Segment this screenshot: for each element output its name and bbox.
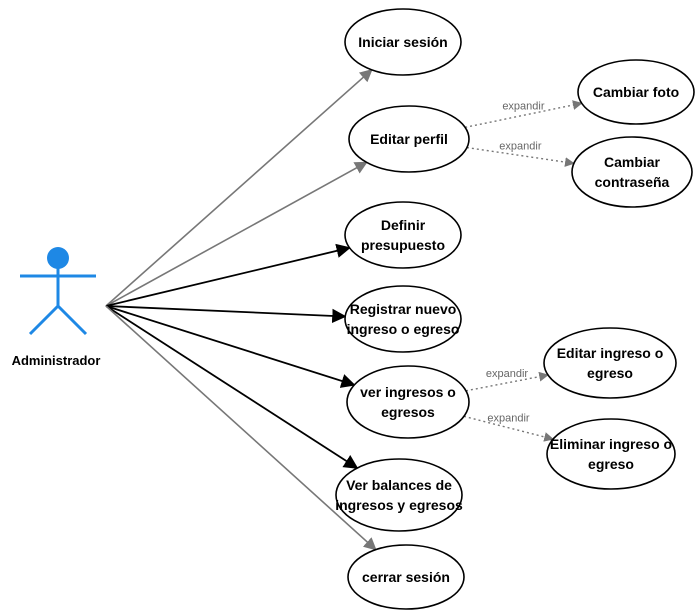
extend-label: expandir bbox=[486, 368, 529, 380]
use-case-definir[interactable]: Definir presupuesto bbox=[344, 201, 462, 269]
association-editar-perfil bbox=[105, 161, 368, 307]
use-case-ellipse bbox=[348, 105, 470, 173]
use-case-label: ingresos y egresos bbox=[335, 497, 463, 513]
use-case-ellipse bbox=[344, 201, 462, 269]
use-case-label: ingreso o egreso bbox=[347, 321, 460, 337]
association-definir bbox=[105, 243, 351, 307]
use-case-label: presupuesto bbox=[361, 237, 445, 253]
use-case-label: cerrar sesión bbox=[362, 569, 450, 585]
association-cerrar bbox=[105, 305, 377, 551]
use-case-ver-ingresos[interactable]: ver ingresos o egresos bbox=[346, 365, 470, 439]
extend-label: expandir bbox=[487, 413, 530, 425]
extend-ver-ingresos-editar-ingreso bbox=[465, 371, 549, 392]
use-case-ellipse bbox=[546, 418, 676, 490]
association-registrar bbox=[105, 305, 347, 324]
extend-ver-ingresos-eliminar-ingreso bbox=[463, 415, 554, 442]
actor-left-leg bbox=[28, 304, 60, 336]
use-case-label: Iniciar sesión bbox=[358, 34, 447, 50]
use-case-ellipse bbox=[335, 458, 463, 532]
actor-head bbox=[47, 247, 69, 269]
use-case-label: egreso bbox=[587, 365, 633, 381]
use-case-ellipse bbox=[577, 59, 695, 125]
use-case-label: Cambiar bbox=[604, 154, 661, 170]
association-ver-balances bbox=[105, 305, 359, 469]
use-case-eliminar-ingreso[interactable]: Eliminar ingreso o egreso bbox=[546, 418, 676, 490]
use-case-cerrar[interactable]: cerrar sesión bbox=[347, 544, 465, 610]
use-case-ellipse bbox=[344, 8, 462, 76]
use-case-registrar[interactable]: Registrar nuevo ingreso o egreso bbox=[344, 285, 462, 353]
use-case-editar-perfil[interactable]: Editar perfil bbox=[348, 105, 470, 173]
use-case-label: ver ingresos o bbox=[360, 384, 456, 400]
use-case-iniciar[interactable]: Iniciar sesión bbox=[344, 8, 462, 76]
use-case-label: Eliminar ingreso o bbox=[550, 436, 672, 452]
use-case-cambiar-contrasena[interactable]: Cambiar contraseña bbox=[571, 136, 693, 208]
use-case-ellipse bbox=[344, 285, 462, 353]
use-case-ellipse bbox=[347, 544, 465, 610]
actor-right-leg bbox=[56, 304, 88, 336]
use-case-label: egresos bbox=[381, 404, 435, 420]
use-case-label: contraseña bbox=[595, 174, 670, 190]
use-case-label: Definir bbox=[381, 217, 426, 233]
use-case-editar-ingreso[interactable]: Editar ingreso o egreso bbox=[543, 327, 677, 399]
use-case-label: egreso bbox=[588, 456, 634, 472]
use-case-cambiar-foto[interactable]: Cambiar foto bbox=[577, 59, 695, 125]
use-case-label: Editar perfil bbox=[370, 131, 448, 147]
use-case-ellipse bbox=[543, 327, 677, 399]
association-ver-ingresos bbox=[105, 305, 356, 388]
actor-name: Administrador bbox=[12, 353, 101, 368]
extend-label: expandir bbox=[502, 100, 545, 112]
use-case-label: Registrar nuevo bbox=[350, 301, 457, 317]
use-case-ver-balances[interactable]: Ver balances de ingresos y egresos bbox=[335, 458, 463, 532]
association-iniciar bbox=[105, 68, 373, 307]
use-case-ellipse bbox=[346, 365, 470, 439]
extend-editar-perfil-cambiar-contrasena bbox=[466, 146, 575, 167]
extend-label: expandir bbox=[499, 140, 542, 152]
use-case-label: Editar ingreso o bbox=[557, 345, 664, 361]
use-case-label: Cambiar foto bbox=[593, 84, 679, 100]
actor-administrador[interactable]: Administrador bbox=[12, 247, 101, 368]
edges-layer: expandir expandir expandir expandir bbox=[105, 68, 583, 551]
use-case-ellipse bbox=[571, 136, 693, 208]
use-case-label: Ver balances de bbox=[346, 477, 452, 493]
